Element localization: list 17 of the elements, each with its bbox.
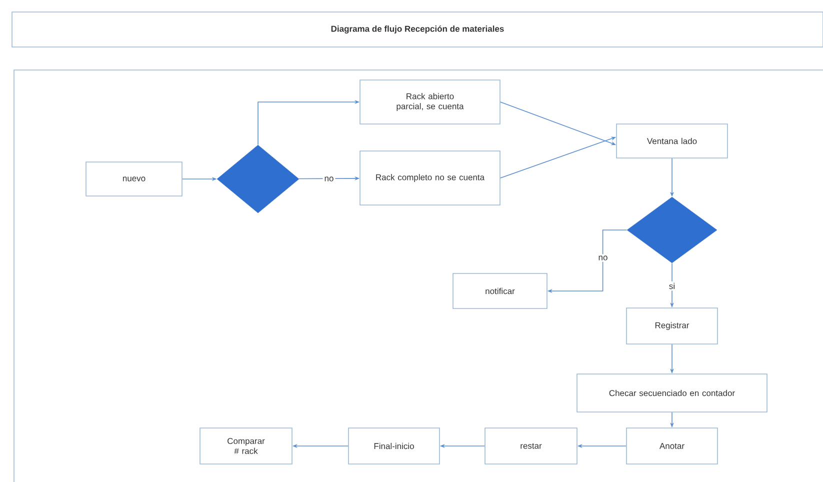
process-box: Final-inicio — [348, 428, 440, 464]
edge-label: no — [322, 175, 336, 183]
process-box: restar — [484, 428, 578, 464]
edge-label: si — [667, 281, 677, 291]
decision-diamond — [626, 196, 718, 264]
edge-label: no — [596, 254, 610, 262]
title-banner: Diagrama de flujo Recepción de materiales — [12, 12, 823, 48]
decision-diamond — [216, 144, 300, 214]
process-box: nuevo — [86, 162, 182, 196]
process-box: Rack completo no se cuenta — [360, 150, 500, 206]
process-box: Ventana lado — [616, 124, 728, 158]
process-box: Registrar — [626, 308, 718, 344]
process-box: notificar — [452, 273, 548, 309]
process-box: Checar secuenciado en contador — [576, 374, 768, 412]
process-box: Anotar — [626, 428, 718, 464]
process-box: Rack abierto parcial, se cuenta — [360, 80, 500, 124]
process-box: Comparar # rack — [200, 428, 292, 464]
